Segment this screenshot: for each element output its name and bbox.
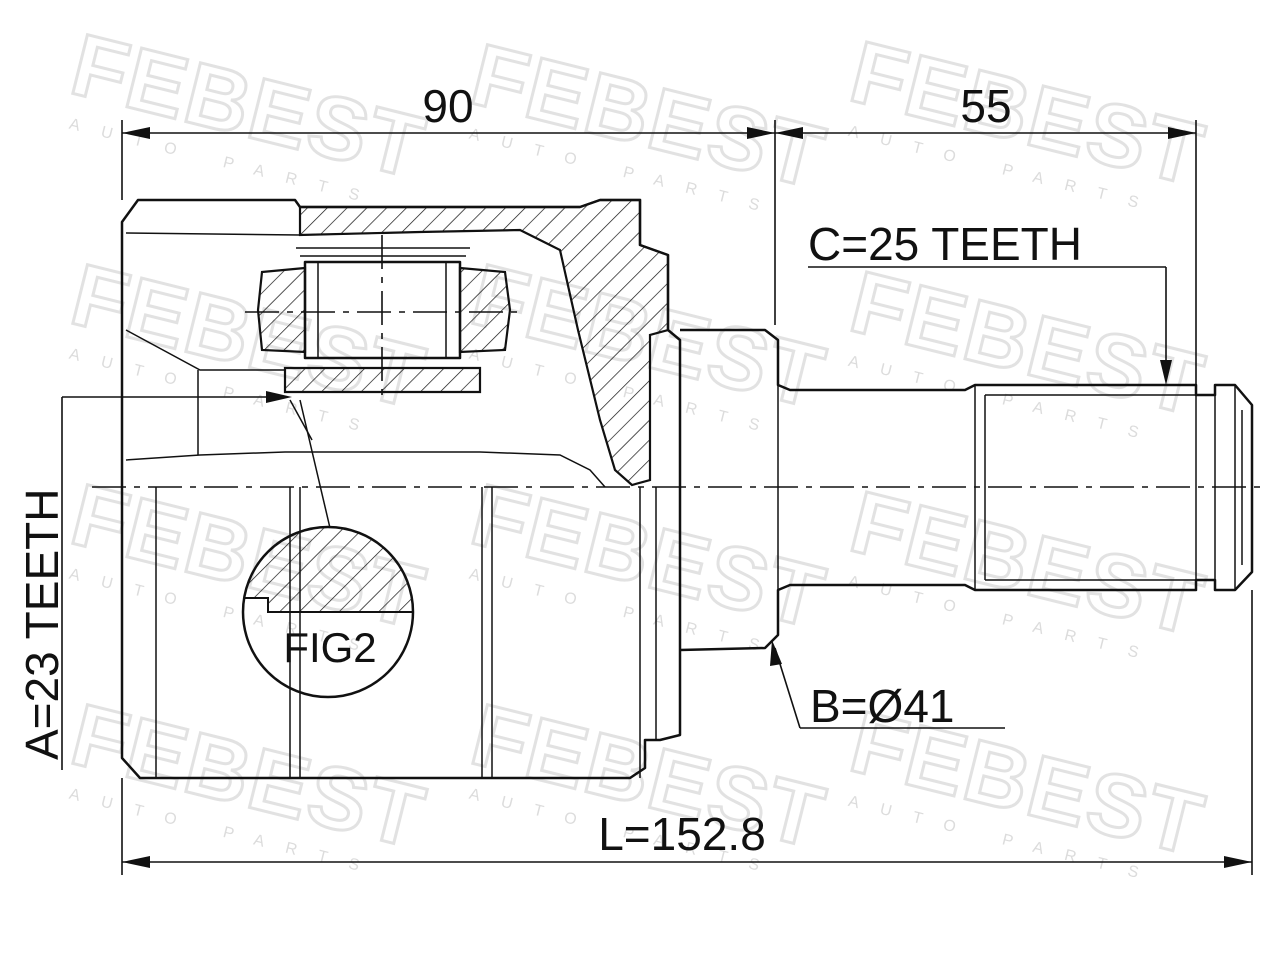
fig2-label: FIG2 xyxy=(283,624,376,671)
housing xyxy=(120,198,682,780)
dim-55-label: 55 xyxy=(960,80,1011,132)
total-length-label: L=152.8 xyxy=(598,808,766,860)
fig2-detail: FIG2 xyxy=(241,399,415,699)
dimension-total-length: L=152.8 xyxy=(121,590,1253,875)
callout-c-teeth: C=25 TEETH xyxy=(808,218,1172,385)
callout-a-teeth: A=23 TEETH xyxy=(16,391,292,770)
tripod-roller xyxy=(245,235,520,400)
dimension-90: 90 xyxy=(121,80,776,325)
dim-90-label: 90 xyxy=(422,80,473,132)
c-teeth-label: C=25 TEETH xyxy=(808,218,1082,270)
a-teeth-label: A=23 TEETH xyxy=(16,489,68,760)
b-diameter-label: B=Ø41 xyxy=(810,680,955,732)
dimension-55: 55 xyxy=(775,80,1197,385)
callout-b-diameter: B=Ø41 xyxy=(770,640,1005,732)
